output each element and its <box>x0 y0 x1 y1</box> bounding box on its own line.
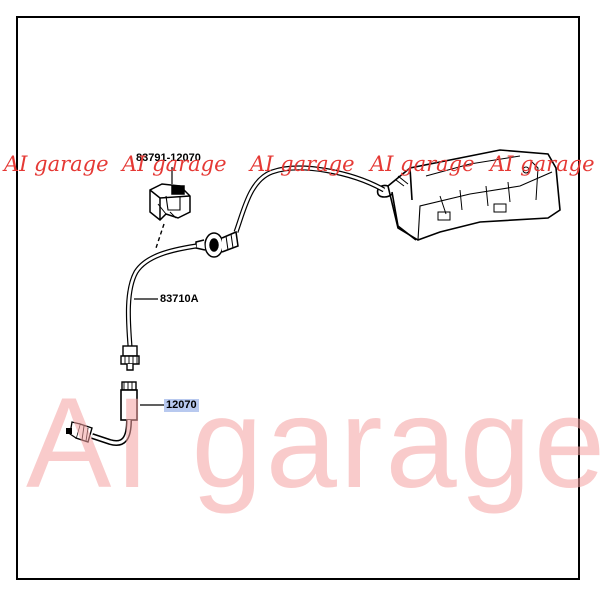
part-number-cable-assy: 83710A <box>160 293 199 305</box>
diagram-frame <box>16 16 580 580</box>
grommet <box>195 230 239 258</box>
clip-part <box>149 183 191 222</box>
watermark-small-text: AI garage <box>4 152 109 176</box>
part-number-clip: 83791-12070 <box>136 152 201 164</box>
part-number-speedo-cable: 12070 <box>164 399 199 412</box>
watermark-small-text: AI garage <box>370 152 475 176</box>
watermark-big-text: AI garage <box>26 372 600 515</box>
main-cable <box>125 243 197 347</box>
upper-cable <box>233 165 386 233</box>
watermark-small-text: AI garage <box>490 152 595 176</box>
leader-lines <box>134 167 173 406</box>
main-cable-connector <box>120 345 140 371</box>
watermark-small-text: AI garage <box>122 152 227 176</box>
instrument-cluster <box>376 149 561 241</box>
lower-cable <box>66 381 138 446</box>
watermark-small-text: AI garage <box>250 152 355 176</box>
clip-dashed-leader <box>155 223 165 249</box>
